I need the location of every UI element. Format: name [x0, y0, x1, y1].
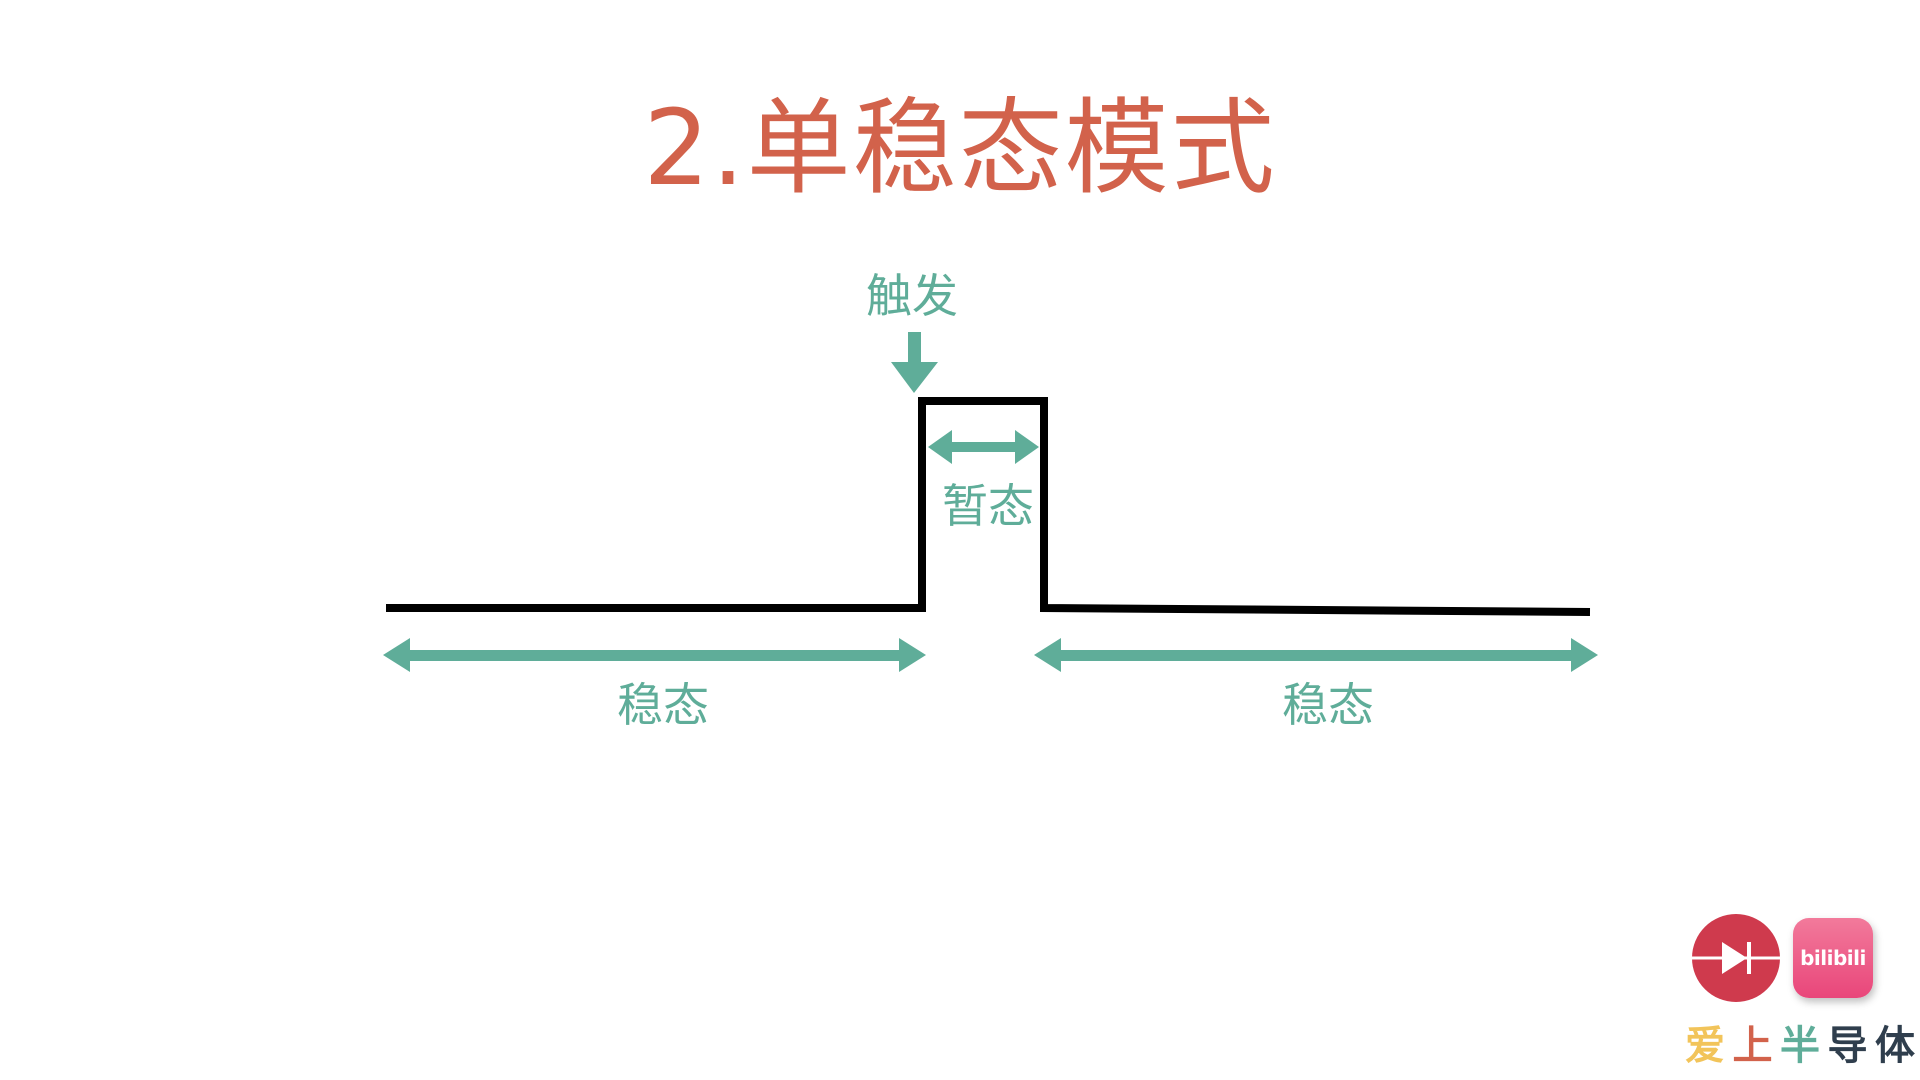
channel-logo: bilibili 爱 上 半 导 体: [1685, 912, 1915, 1072]
transient-label: 暂态: [942, 479, 1034, 533]
brand-char: 爱: [1685, 1023, 1725, 1069]
brand-char: 导: [1827, 1023, 1868, 1069]
trigger-label: 触发: [866, 269, 958, 323]
stable-left-label: 稳态: [617, 678, 709, 732]
brand-char: 上: [1732, 1023, 1773, 1069]
stable-left-double-arrow-icon: [383, 638, 926, 672]
trigger-arrow-icon: [891, 332, 938, 393]
brand-char: 半: [1780, 1023, 1820, 1069]
bilibili-text: bilibili: [1800, 946, 1866, 970]
transient-double-arrow-icon: [928, 430, 1039, 464]
brand-name: 爱 上 半 导 体: [1685, 1024, 1915, 1068]
stable-right-double-arrow-icon: [1034, 638, 1598, 672]
brand-char: 体: [1875, 1023, 1915, 1069]
slide-title: 2.单稳态模式: [643, 87, 1277, 209]
stable-right-label: 稳态: [1282, 678, 1374, 732]
waveform-signal: [386, 397, 1591, 616]
bilibili-tv-icon: bilibili: [1793, 918, 1873, 998]
diode-icon: [1692, 914, 1780, 1002]
